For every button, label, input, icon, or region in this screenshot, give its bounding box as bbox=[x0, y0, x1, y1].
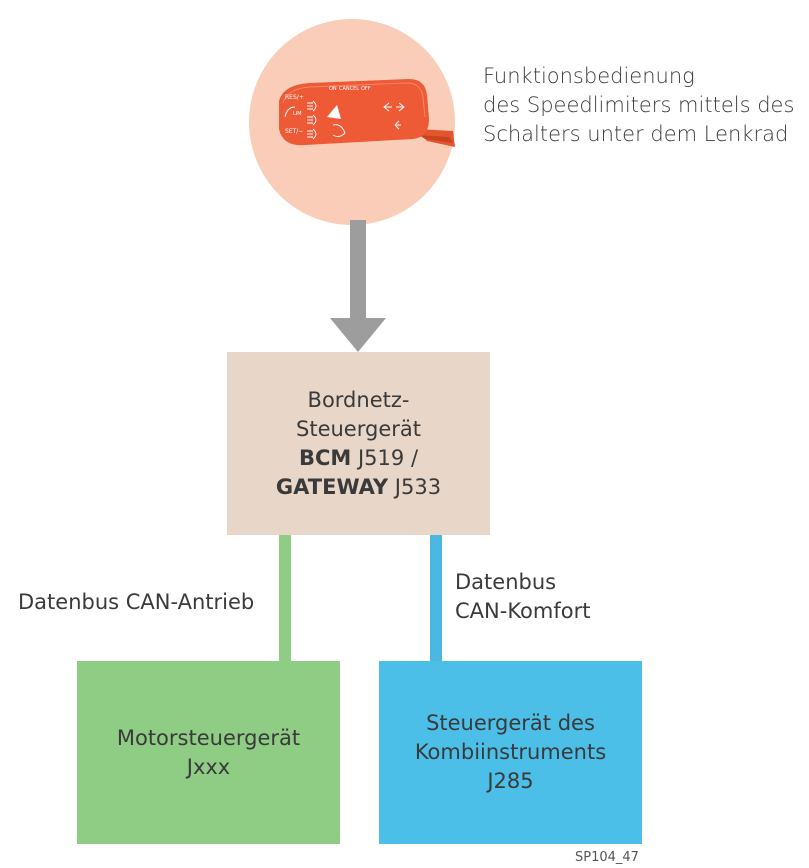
gateway-bold-label: GATEWAY bbox=[275, 474, 389, 499]
arrow-down-icon bbox=[330, 220, 386, 352]
caption-line-3: Schalters unter dem Lenkrad bbox=[483, 122, 789, 146]
bcm-bold-label: BCM bbox=[298, 445, 352, 470]
bcm-line-4: GATEWAY J533 bbox=[276, 473, 441, 502]
motor-line-2: Jxxx bbox=[186, 754, 231, 779]
steering-column-switch-icon: RES/+ ON CANCEL OFF SET/− LIM bbox=[279, 79, 455, 147]
can-comfort-line-2: CAN-Komfort bbox=[455, 599, 591, 623]
bcm-line-2: Steuergerät bbox=[296, 416, 421, 441]
engine-control-unit-box: Motorsteuergerät Jxxx bbox=[77, 661, 340, 844]
stalk-label-lim: LIM bbox=[293, 111, 302, 117]
kombi-line-2: Kombiinstruments bbox=[414, 740, 607, 764]
stalk-label-on: ON bbox=[329, 86, 337, 92]
can-comfort-bus-line bbox=[430, 535, 442, 663]
caption-line-1: Funktionsbedienung bbox=[483, 64, 695, 88]
can-comfort-line-1: Datenbus bbox=[455, 570, 557, 594]
stalk-label-set: SET/− bbox=[285, 128, 303, 135]
gateway-code: J533 bbox=[388, 474, 442, 499]
bcm-line-1: Bordnetz- bbox=[307, 387, 410, 412]
stalk-label-res: RES/+ bbox=[285, 94, 304, 101]
stalk-label-cancel: CANCEL bbox=[339, 86, 359, 92]
motor-line-1: Motorsteuergerät bbox=[116, 725, 301, 750]
switch-caption: Funktionsbedienung des Speedlimiters mit… bbox=[483, 62, 809, 149]
kombi-line-1: Steuergerät des bbox=[426, 711, 595, 735]
kombi-line-3: J285 bbox=[487, 769, 534, 793]
can-drive-bus-line bbox=[279, 535, 291, 663]
bcm-code: J519 / bbox=[351, 445, 419, 470]
stalk-label-off: OFF bbox=[361, 86, 371, 92]
caption-line-2: des Speedlimiters mittels des bbox=[483, 93, 795, 117]
bcm-gateway-box: Bordnetz- Steuergerät BCM J519 / GATEWAY… bbox=[227, 352, 490, 535]
can-drive-bus-label: Datenbus CAN-Antrieb bbox=[18, 590, 255, 614]
image-code: SP104_47 bbox=[575, 850, 639, 865]
can-comfort-bus-label: Datenbus CAN-Komfort bbox=[455, 568, 590, 626]
instrument-cluster-box: Steuergerät des Kombiinstruments J285 bbox=[379, 661, 642, 844]
bcm-line-3: BCM J519 / bbox=[276, 444, 441, 473]
